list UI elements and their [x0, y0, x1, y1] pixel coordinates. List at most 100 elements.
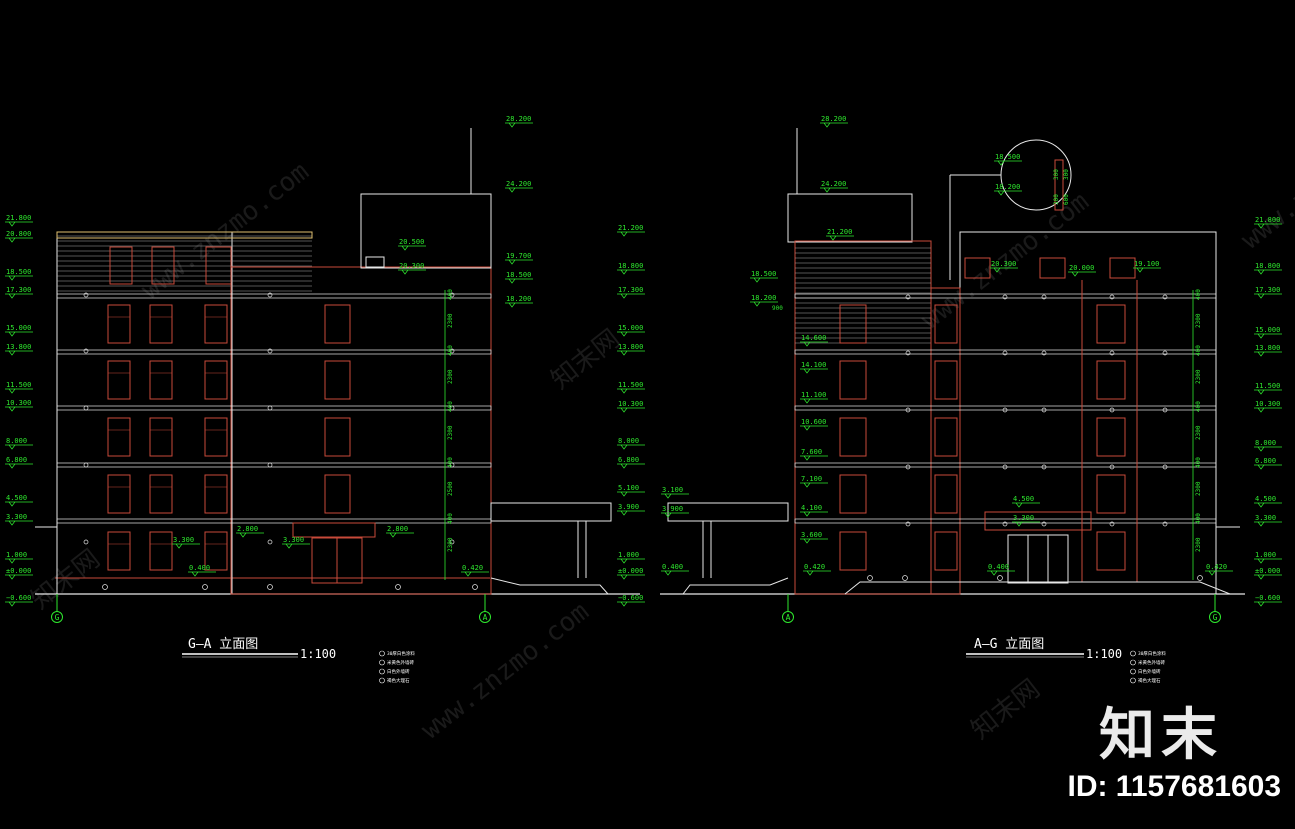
- window: [107, 474, 131, 514]
- window: [107, 417, 131, 457]
- legend-item: 米黄色外墙砖: [1138, 659, 1165, 666]
- watermark-text: www.znzmo.com: [416, 597, 595, 746]
- level-tag: 8.000: [1255, 439, 1276, 447]
- left-levels-left: 21.80020.80018.50017.30015.00013.80011.5…: [5, 214, 33, 607]
- watermark-text: 知末网: [966, 674, 1046, 746]
- left-windows: [83, 292, 478, 590]
- level-tag: 0.420: [1206, 563, 1227, 571]
- level-tag: 20.300: [399, 262, 424, 270]
- right-grid-right-label: G: [1213, 613, 1218, 622]
- dimension-label: 2300: [1195, 313, 1202, 328]
- level-tag: 20.500: [399, 238, 424, 246]
- legend-item: 米黄色外墙砖: [387, 659, 414, 666]
- dimension-label: 2300: [447, 425, 454, 440]
- level-tag: 10.600: [801, 418, 826, 426]
- level-tag: 3.300: [283, 536, 304, 544]
- dimension-label: 400: [447, 289, 454, 300]
- level-tag: 17.300: [6, 286, 31, 294]
- right-levels-top: 28.20024.20021.20018.50018.20014.60014.1…: [750, 115, 1233, 576]
- window: [839, 531, 867, 571]
- window: [204, 360, 228, 400]
- level-tag: 13.800: [618, 343, 643, 351]
- dimension-label: 400: [447, 345, 454, 356]
- level-tag: 11.500: [6, 381, 31, 389]
- level-tag: 4.500: [1255, 495, 1276, 503]
- dimension-label: 400: [1195, 513, 1202, 524]
- legend-item: 30厚白色涂料: [1138, 650, 1166, 657]
- window: [204, 304, 228, 344]
- right-canopy: [667, 502, 789, 522]
- level-tag: 3.300: [173, 536, 194, 544]
- dimension-label: 400: [447, 401, 454, 412]
- level-tag: 21.800: [6, 214, 31, 222]
- image-id-label: ID: 1157681603: [1067, 770, 1281, 803]
- level-tag: 14.100: [801, 361, 826, 369]
- detail-dimension: 600: [1063, 194, 1070, 205]
- window: [839, 304, 867, 344]
- level-tag: 3.300: [6, 513, 27, 521]
- left-scale: 1:100: [300, 647, 336, 661]
- right-roof-siding: [795, 247, 931, 344]
- dimension-label: 400: [447, 457, 454, 468]
- window: [149, 360, 173, 400]
- watermark-text: www.znzmo.com: [136, 157, 315, 306]
- dimension-label: 400: [1195, 345, 1202, 356]
- level-tag: 3.100: [662, 486, 683, 494]
- right-entrance-canopy: [984, 511, 1092, 531]
- left-levels-top: 28.20024.20020.50020.30019.70018.50018.2…: [398, 115, 533, 308]
- level-tag: 11.500: [1255, 382, 1280, 390]
- level-tag: 28.200: [821, 115, 846, 123]
- brand-logo-text: 知末: [1099, 703, 1223, 768]
- window: [934, 531, 958, 571]
- level-tag: 6.800: [1255, 457, 1276, 465]
- window: [839, 417, 867, 457]
- level-tag: 18.200: [506, 295, 531, 303]
- window: [1096, 474, 1126, 514]
- dimension-label: 2300: [1195, 369, 1202, 384]
- dimension-label: 400: [1195, 457, 1202, 468]
- level-tag: 10.300: [6, 399, 31, 407]
- window: [149, 417, 173, 457]
- window: [1096, 360, 1126, 400]
- level-tag: 3.300: [1255, 514, 1276, 522]
- window: [934, 417, 958, 457]
- dimension-label: 2300: [447, 369, 454, 384]
- right-scale: 1:100: [1086, 647, 1122, 661]
- dimension-label: 2300: [447, 537, 454, 552]
- right-entrance-door: [1007, 534, 1069, 584]
- level-tag: 15.000: [618, 324, 643, 332]
- legend-item: 褐色大理石: [387, 677, 410, 684]
- window: [934, 304, 958, 344]
- window: [107, 360, 131, 400]
- left-levels-right: 21.20018.80017.30015.00013.80011.50010.3…: [617, 224, 645, 607]
- dimension-label: 400: [447, 513, 454, 524]
- left-floor-bands: [35, 293, 492, 528]
- dimension-label: 2300: [1195, 537, 1202, 552]
- level-tag: 1.000: [618, 551, 639, 559]
- dimension-label: 400: [1195, 289, 1202, 300]
- window: [839, 474, 867, 514]
- right-floor-bands: [794, 293, 1240, 528]
- level-tag: ±0.000: [618, 567, 643, 575]
- right-title: A—G 立面图: [974, 637, 1044, 652]
- level-tag: 10.300: [618, 400, 643, 408]
- level-tag: 15.000: [1255, 326, 1280, 334]
- level-tag: 7.100: [801, 475, 822, 483]
- level-tag: 18.500: [751, 270, 776, 278]
- level-tag: 18.200: [751, 294, 776, 302]
- level-tag: 20.300: [991, 260, 1016, 268]
- level-tag: 4.500: [1013, 495, 1034, 503]
- window: [204, 417, 228, 457]
- level-tag: 10.300: [1255, 400, 1280, 408]
- window: [324, 360, 351, 400]
- level-tag: 0.420: [462, 564, 483, 572]
- watermark-text: www.znzmo.com: [1236, 107, 1295, 256]
- level-tag: 19.100: [1134, 260, 1159, 268]
- level-tag: 3.900: [618, 503, 639, 511]
- level-tag: 3.300: [1013, 514, 1034, 522]
- right-levels-right: 21.80018.80017.30015.00013.80011.50010.3…: [1254, 216, 1282, 607]
- level-tag: 2.800: [237, 525, 258, 533]
- level-tag: 6.800: [618, 456, 639, 464]
